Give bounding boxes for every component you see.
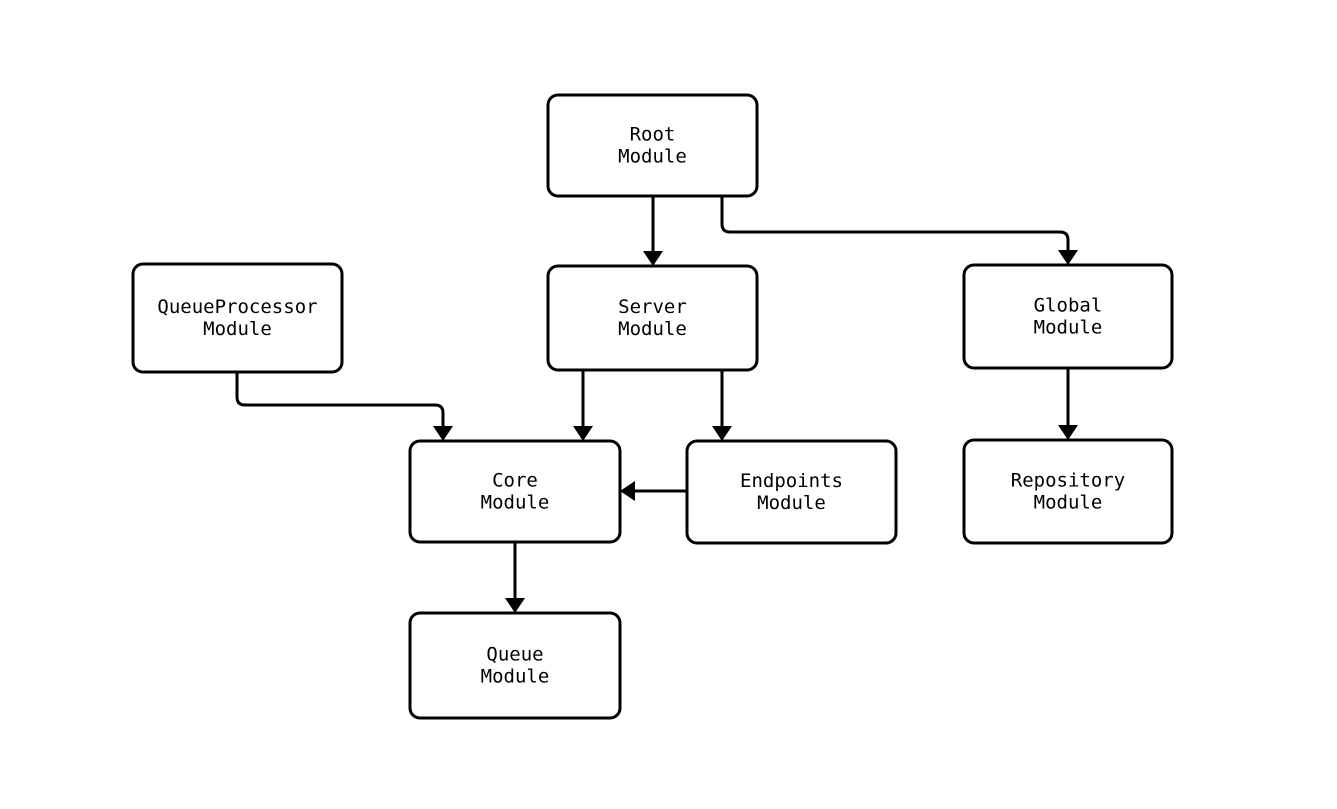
repository-module-box[interactable] [962,438,1174,545]
edges-layer [235,196,1078,613]
global-module-label-line2: Module [1034,316,1103,338]
edge-root-to-server-arrowhead-icon [643,251,663,266]
repository-module-label-line2: Module [1034,491,1103,513]
edge-server-to-core [573,370,593,441]
core-module-label-line1: Core [492,469,538,491]
server-module-label-line1: Server [618,296,687,318]
core-module-box[interactable] [408,439,622,544]
endpoints-module-box[interactable] [685,439,898,545]
repository-module-label-line1: Repository [1011,469,1125,491]
root-module-label-line1: Root [630,123,676,145]
edge-server-to-endpoints [712,370,732,441]
edge-global-to-repository-arrowhead-icon [1058,425,1078,440]
queueprocessor-module-box[interactable] [131,262,344,374]
queue-module-label-line1: Queue [486,643,543,665]
edge-global-to-repository [1058,368,1078,440]
edge-queueprocessor-to-core [235,372,453,441]
global-module-label-line1: Global [1034,294,1103,316]
server-module-label-line2: Module [618,318,687,340]
endpoints-module-label-line1: Endpoints [740,470,843,492]
edge-endpoints-to-core-arrowhead-icon [620,481,635,501]
queueprocessor-module-label-line1: QueueProcessor [157,296,317,318]
edge-queueprocessor-to-core-line [235,372,445,431]
queue-module-box[interactable] [408,611,622,720]
core-module-label-line2: Module [481,491,550,513]
server-module-box[interactable] [546,264,759,372]
edge-root-to-global [720,196,1078,265]
edge-core-to-queue-arrowhead-icon [505,598,525,613]
edge-queueprocessor-to-core-arrowhead-icon [433,426,453,441]
edge-endpoints-to-core [620,481,687,501]
edge-server-to-core-arrowhead-icon [573,426,593,441]
edge-core-to-queue [505,542,525,613]
edge-server-to-endpoints-arrowhead-icon [712,426,732,441]
global-module-box[interactable] [962,263,1174,370]
endpoints-module-label-line2: Module [757,492,826,514]
root-module-box[interactable] [546,93,759,198]
edge-root-to-global-line [720,196,1070,255]
edge-root-to-global-arrowhead-icon [1058,250,1078,265]
queueprocessor-module-label-line2: Module [203,318,272,340]
queue-module-label-line2: Module [481,665,550,687]
edge-root-to-server [643,196,663,266]
root-module-label-line2: Module [618,145,687,167]
